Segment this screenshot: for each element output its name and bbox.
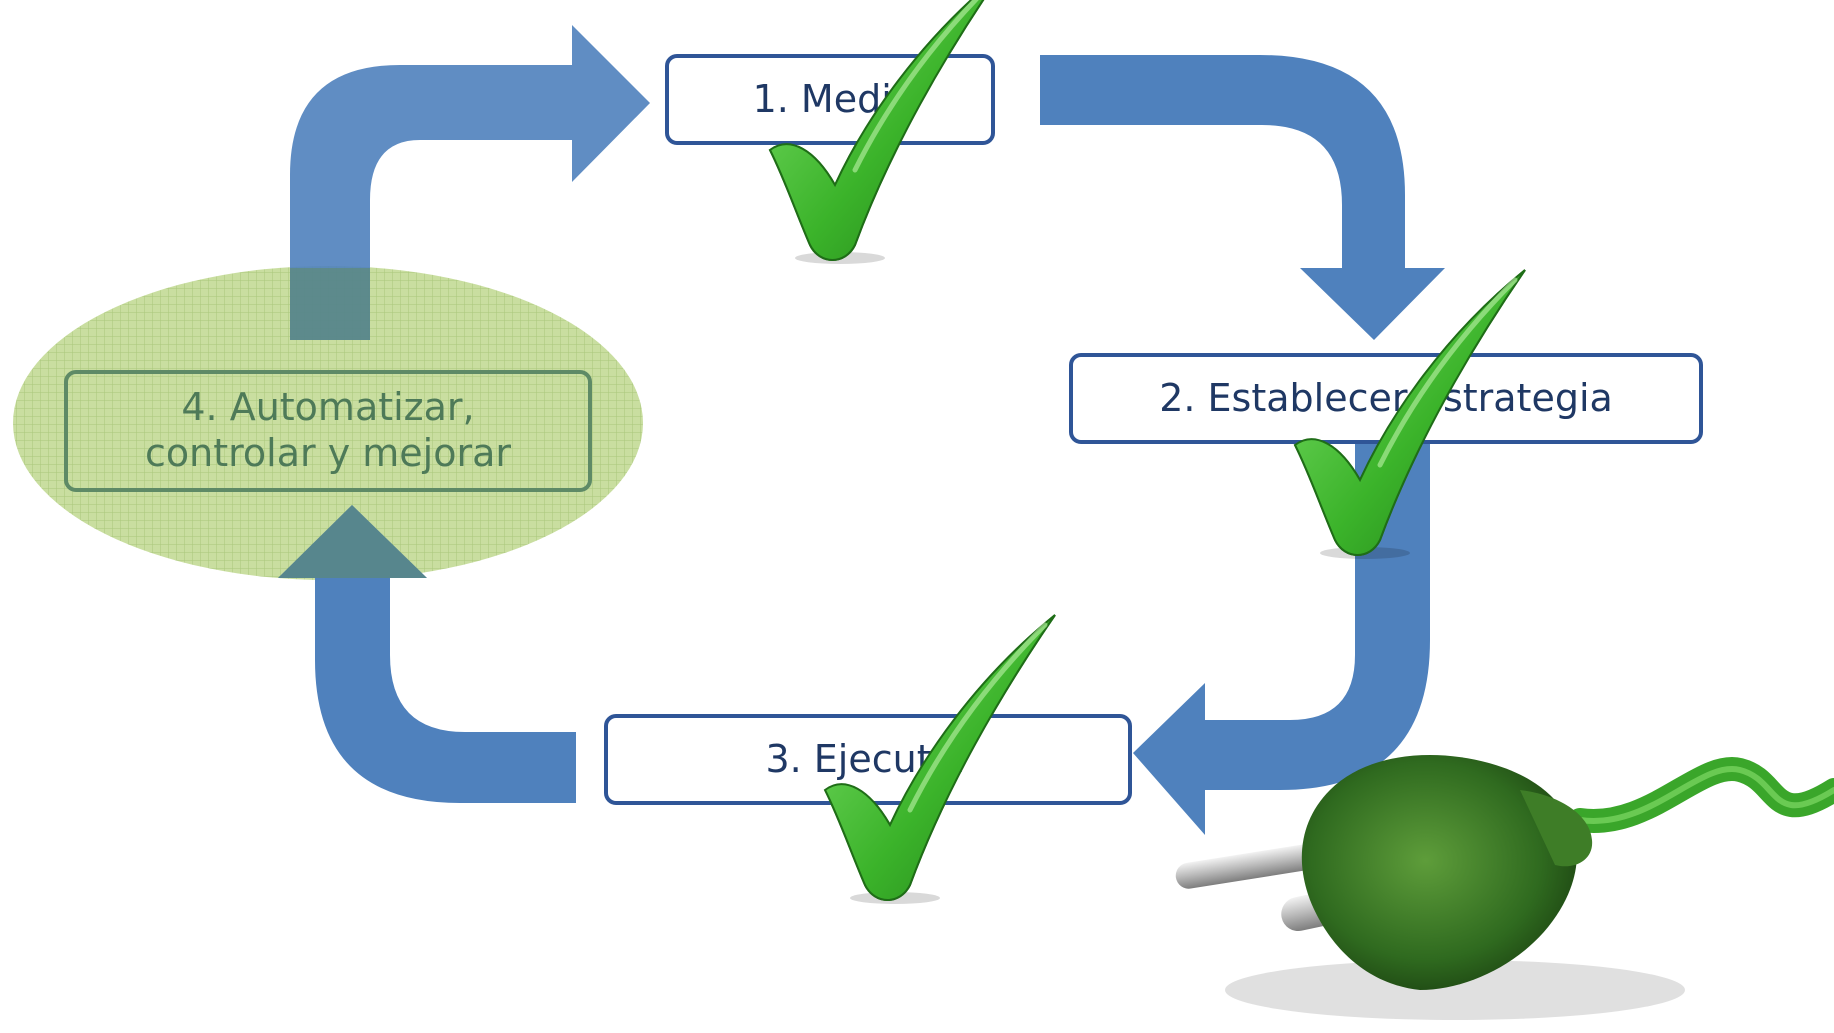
arrow-to-step-2 [1040,55,1445,340]
arrow-to-step-4 [278,505,576,803]
step-3-box: 3. Ejecutar [604,714,1132,805]
step-4-box: 4. Automatizar, controlar y mejorar [64,370,592,492]
step-1-box: 1. Medir [665,54,995,145]
step-1-label: 1. Medir [752,76,908,121]
step-3-label: 3. Ejecutar [765,736,971,781]
step-2-box: 2. Establecer estrategia [1069,353,1703,444]
arrow-to-step-1 [290,25,650,340]
highlight-ellipse [13,266,643,580]
green-plug-image [1175,755,1834,1020]
arrow-overlap-top [290,268,370,340]
step-4-label: 4. Automatizar, controlar y mejorar [144,385,511,475]
arrow-overlap-bottom [278,505,427,578]
step-2-label: 2. Establecer estrategia [1159,375,1613,420]
